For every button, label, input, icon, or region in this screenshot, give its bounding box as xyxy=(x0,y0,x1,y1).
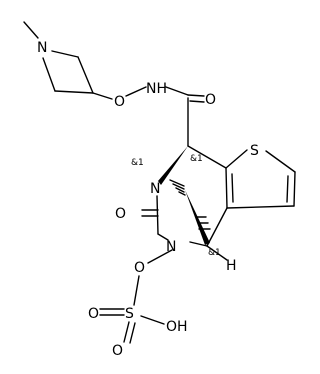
atom-label: O xyxy=(115,206,126,222)
bond xyxy=(189,241,208,247)
atom-label: N xyxy=(150,181,160,197)
stereo-label: &1 xyxy=(190,154,203,164)
atom-label: S xyxy=(125,306,134,322)
bond xyxy=(206,207,228,247)
stereo-label: &1 xyxy=(131,158,144,168)
bond xyxy=(165,86,189,96)
bond xyxy=(293,171,296,207)
atom-label: O xyxy=(134,260,145,276)
bond xyxy=(42,57,56,92)
atom-label: O xyxy=(112,343,123,359)
bond xyxy=(92,92,113,100)
wedge-bond xyxy=(158,146,188,185)
atom-label: NH xyxy=(146,81,167,97)
bond xyxy=(23,21,39,39)
atom-label: O xyxy=(114,94,125,110)
bond xyxy=(54,90,94,94)
bond xyxy=(187,145,227,169)
bond xyxy=(147,249,173,264)
atom-label: OH xyxy=(166,319,188,335)
bond xyxy=(123,321,130,343)
bond xyxy=(265,150,296,173)
bond xyxy=(231,173,234,203)
atom-label: O xyxy=(88,306,99,322)
bond xyxy=(140,315,165,325)
atom-label: S xyxy=(250,143,259,159)
bond xyxy=(286,175,289,203)
bond xyxy=(187,94,205,97)
atom-label: H xyxy=(226,258,237,274)
bond xyxy=(157,233,169,241)
atom-label: N xyxy=(37,40,47,56)
bond xyxy=(225,167,228,209)
bond xyxy=(77,56,94,94)
bond xyxy=(129,322,136,344)
hashed-bond xyxy=(196,216,211,230)
hashed-bond xyxy=(169,179,186,196)
bond xyxy=(225,149,248,169)
bond xyxy=(133,275,140,306)
bond xyxy=(189,100,205,103)
bond xyxy=(51,50,79,58)
bond xyxy=(206,245,228,261)
atom-label: O xyxy=(205,92,216,108)
bond xyxy=(125,86,147,97)
atom-label: N xyxy=(166,239,176,255)
bond xyxy=(156,195,159,235)
stereo-label: &1 xyxy=(208,248,221,258)
bond xyxy=(226,205,295,209)
